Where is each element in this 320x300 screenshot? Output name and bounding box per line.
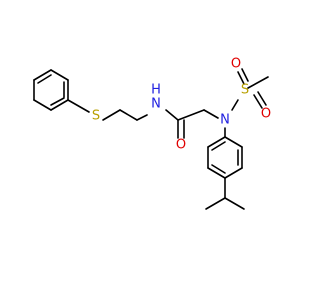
sulfonyl-oxygen-bottom-label: O bbox=[261, 107, 271, 122]
thioether-chain bbox=[67, 99, 148, 121]
sulfonamide-nitrogen-label: N bbox=[220, 113, 230, 128]
atom-labels: S N H O N S O O bbox=[92, 57, 271, 153]
isopropylphenyl-ring bbox=[205, 127, 245, 210]
amide-nitrogen-label: N bbox=[151, 97, 161, 112]
sulfonyl-group bbox=[231, 68, 269, 111]
molecule-diagram: S N H O N S O O bbox=[33, 56, 272, 210]
thioether-sulfur-label: S bbox=[92, 109, 100, 124]
sulfonyl-oxygen-top-label: O bbox=[231, 57, 241, 72]
amide-hydrogen-label: H bbox=[151, 83, 161, 98]
structure-drawing: S N H O N S O O bbox=[33, 57, 271, 210]
sulfonyl-sulfur-label: S bbox=[241, 83, 249, 98]
phenyl-ring bbox=[33, 69, 69, 111]
amide-group bbox=[165, 109, 219, 139]
amide-oxygen-label: O bbox=[176, 138, 186, 153]
